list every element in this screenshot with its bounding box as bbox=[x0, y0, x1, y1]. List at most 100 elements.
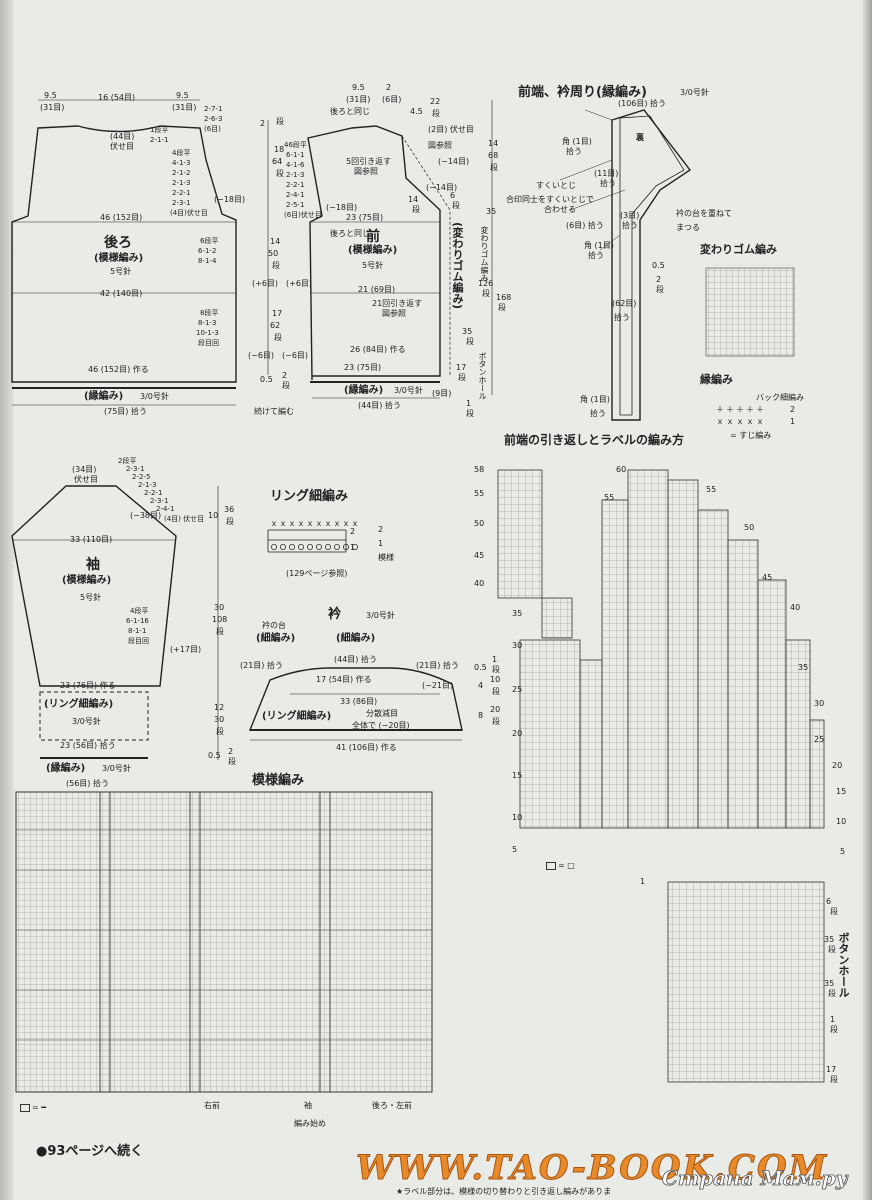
sleeve-rib-needle: 3/0号針 bbox=[102, 764, 131, 773]
ring-ref: (129ページ参照) bbox=[286, 569, 348, 578]
sr-mid-25: 25 bbox=[814, 735, 825, 744]
pattern-start: 編み始め bbox=[294, 1119, 326, 1128]
edging-skip: すくいとじ bbox=[536, 181, 576, 190]
front-rows-126: 126 bbox=[478, 279, 494, 288]
back-minus18: (−18目) bbox=[214, 195, 246, 204]
back-side2-1: 8段平 bbox=[200, 309, 219, 317]
front-rows-6u: 段 bbox=[452, 201, 460, 210]
sr-left-50: 50 bbox=[474, 519, 485, 528]
front-short-rows2: 21回引き返す bbox=[372, 299, 423, 308]
front-edge-2: 2 bbox=[282, 371, 288, 380]
front-short-rows: 5回引き返す bbox=[346, 157, 392, 166]
front-rib-pick: (44目) 拾う bbox=[358, 401, 401, 410]
sleeve-top-bo: 伏せ目 bbox=[74, 475, 98, 484]
sleeve-inc-4: 段目回 bbox=[128, 637, 149, 645]
back-rib: (縁編み) bbox=[84, 391, 124, 402]
back-width-upper: 46 (152目) bbox=[100, 213, 143, 222]
front-row-2: 2 bbox=[260, 119, 266, 128]
collar-outline bbox=[248, 667, 463, 741]
front-top-1: 9.5 bbox=[352, 83, 365, 92]
sr-left-5: 5 bbox=[512, 845, 518, 854]
front-top-4: (6目) bbox=[382, 95, 402, 104]
edging-corner1: 角 (1目) bbox=[562, 137, 592, 146]
sr-left-55: 55 bbox=[474, 489, 485, 498]
sleeve-ring-needle: 3/0号針 bbox=[72, 717, 101, 726]
front-short-rows2-ref: 図参照 bbox=[382, 309, 406, 318]
sleeve-needle: 5号針 bbox=[80, 593, 102, 602]
front-width2: 21 (69目) bbox=[358, 285, 396, 294]
front-same-back: 後ろと同じ bbox=[330, 107, 370, 116]
pattern-chart-title: 模様編み bbox=[252, 773, 305, 788]
front-9st: (9目) bbox=[432, 389, 452, 398]
back-continue: 続けて編む bbox=[254, 407, 294, 416]
sleeve-rows-12: 12 bbox=[214, 703, 225, 712]
sr-rows-6: 6 bbox=[826, 897, 832, 906]
front-edge-dan: 段 bbox=[282, 381, 290, 390]
collar-body: (細編み) bbox=[336, 633, 376, 644]
front-rows-17: 17 bbox=[272, 309, 283, 318]
back-arm-5: 2-2-1 bbox=[172, 189, 191, 197]
front-rows-17u: 段 bbox=[458, 373, 466, 382]
pattern-legend-box bbox=[20, 1104, 30, 1112]
front-band-side: 変わりゴム編み bbox=[480, 226, 489, 282]
sleeve-cap-4: 2-1-3 bbox=[138, 481, 157, 489]
ring-row-top: ｘｘｘｘｘｘｘｘｘｘ bbox=[270, 519, 360, 528]
front-buttonhole: ボタンホール bbox=[478, 352, 487, 400]
back-arm-1: 4段平 bbox=[172, 149, 191, 157]
ring-side-1: 1 bbox=[378, 539, 384, 548]
back-pattern: (模様編み) bbox=[94, 253, 144, 264]
collar-pick21b: (21目) 拾う bbox=[416, 661, 459, 670]
back-arm-4: 2-1-3 bbox=[172, 179, 191, 187]
sr-mid-15: 15 bbox=[836, 787, 847, 796]
front-sh-5: 2-2-1 bbox=[286, 181, 305, 189]
front-rows-126u: 段 bbox=[482, 289, 490, 298]
sleeve-rib-pick: (56目) 拾う bbox=[66, 779, 109, 788]
edging-pick11: (11目) bbox=[594, 169, 619, 178]
edging-pick6: (6目) 拾う bbox=[566, 221, 604, 230]
front-same-back2: 後ろと同じ bbox=[330, 229, 370, 238]
front-rows-35u: 段 bbox=[466, 337, 474, 346]
front-width1: 23 (75目) bbox=[346, 213, 384, 222]
front-rows-35top: 35 bbox=[486, 207, 497, 216]
sr-mid-5: 5 bbox=[840, 847, 846, 856]
collar-rows-10: 10 bbox=[490, 675, 501, 684]
back-neck-r1: 1段平 bbox=[150, 126, 169, 134]
sleeve-rows-108: 108 bbox=[212, 615, 228, 624]
watermark-taobook: WWW.TAO-BOOK.COM bbox=[355, 1148, 829, 1189]
front-rows-22: 22 bbox=[430, 97, 441, 106]
sr-mid-55b: 55 bbox=[604, 493, 615, 502]
sleeve-pattern: (模様編み) bbox=[62, 575, 112, 586]
edging-collar-note: 衿の台を重ねて bbox=[676, 209, 732, 218]
edge-stitch-title: 縁編み bbox=[700, 373, 733, 386]
front-rows-62u: 段 bbox=[274, 333, 282, 342]
sleeve-cap-8: (4目) 伏せ目 bbox=[164, 515, 205, 523]
sleeve-rows-108u: 段 bbox=[216, 627, 224, 636]
front-rows-18: 18 bbox=[274, 145, 285, 154]
sr-mid-45: 45 bbox=[762, 573, 773, 582]
front-tuck: 図参照 bbox=[428, 141, 452, 150]
sr-left-35: 35 bbox=[512, 609, 523, 618]
sr-left-25: 25 bbox=[512, 685, 523, 694]
watermark-site: Страна Мам.ру bbox=[662, 1166, 848, 1191]
collar-rows-10u: 段 bbox=[492, 687, 500, 696]
sr-left-30: 30 bbox=[512, 641, 523, 650]
sleeve-inc-2: 6-1-16 bbox=[126, 617, 149, 625]
pattern-label-right-front: 右前 bbox=[204, 1101, 220, 1110]
front-rows-1: 1 bbox=[466, 399, 472, 408]
back-neck: (44目) bbox=[110, 132, 135, 141]
edging-corner2: 角 (1目) bbox=[584, 241, 614, 250]
front-cast-off: (2目) 伏せ目 bbox=[428, 125, 474, 134]
back-arm-7: (4目)伏せ目 bbox=[170, 209, 208, 217]
collar-minus21: (−21目) bbox=[422, 681, 454, 690]
edge-stitch-legend: = すじ編み bbox=[730, 431, 772, 440]
label-note: ★ラベル部分は、模様の切り替わりと引き返し編みがありま bbox=[396, 1187, 612, 1196]
edge-stitch-label: バック細編み bbox=[756, 393, 804, 402]
continue-note: ●93ページへ続く bbox=[36, 1144, 144, 1159]
front-minus6: (−6目) bbox=[282, 351, 309, 360]
sr-rows-35a: 35 bbox=[824, 935, 835, 944]
collar-w33: 33 (86目) bbox=[340, 697, 378, 706]
collar-w17: 17 (54目) 作る bbox=[316, 675, 372, 684]
front-sh-2: 6-1-1 bbox=[286, 151, 305, 159]
front-top-3: 2 bbox=[386, 83, 392, 92]
